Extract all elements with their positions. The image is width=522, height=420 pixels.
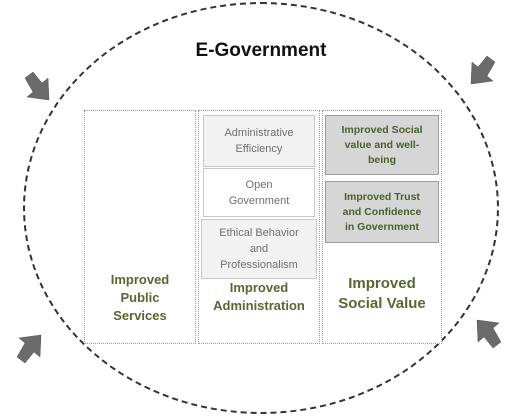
social-value-heading: Improved Social Value <box>338 275 426 312</box>
top-right-arrow-icon <box>470 56 496 85</box>
bottom-left-arrow-icon <box>16 334 42 363</box>
public-services-column: Improved Public Services <box>84 110 196 344</box>
top-left-arrow-icon <box>24 72 50 101</box>
trust-confidence-box: Improved Trust and Confidence in Governm… <box>325 181 439 243</box>
public-services-heading: Improved Public Services <box>110 272 170 323</box>
ethical-behavior-box: Ethical Behavior and Professionalism <box>201 219 317 279</box>
social-value-wellbeing-box: Improved Social value and well- being <box>325 115 439 175</box>
social-value-column: Improved Social value and well- being Im… <box>322 110 442 344</box>
administration-heading: Improved Administration <box>213 280 305 313</box>
egov-boundary-circle <box>23 2 499 414</box>
administration-column: Administrative Efficiency Open Governmen… <box>198 110 320 344</box>
bottom-right-arrow-icon <box>476 319 502 348</box>
administrative-efficiency-box: Administrative Efficiency <box>203 115 315 167</box>
diagram-title: E-Government <box>195 40 327 61</box>
open-government-box: Open Government <box>203 168 315 217</box>
